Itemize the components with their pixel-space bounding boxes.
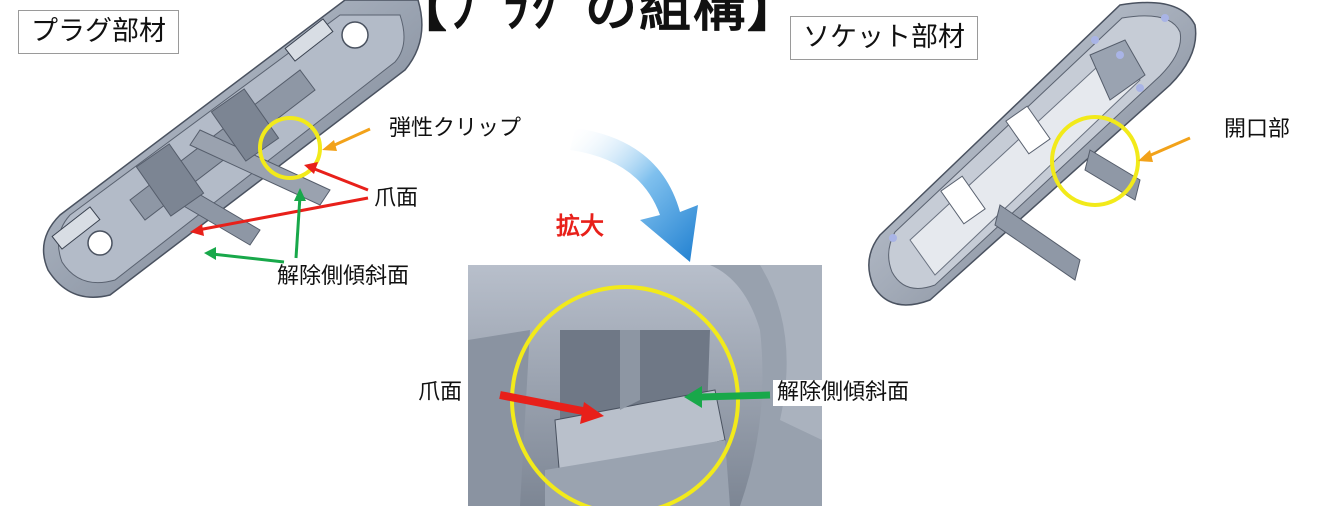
socket-part-label: ソケット部材 [790,16,978,60]
claw-face-label: 爪面 [374,186,419,211]
zoom-claw-face-arrowhead [580,402,604,424]
elastic-clip-arrowhead [322,140,337,151]
opening-arrow [1143,136,1191,160]
elastic-clip-label: 弾性クリップ [389,116,522,141]
release-slope-label: 解除側傾斜面 [277,264,410,289]
zoom-release-slope-label: 解除側傾斜面 [773,380,914,406]
release-slope-arrowhead-1 [294,188,306,201]
zoom-label: 拡大 [556,212,604,240]
zoom-detail-illustration [468,265,822,506]
claw-face-arrow-2 [197,196,369,232]
release-slope-arrow-1 [294,195,302,259]
zoom-claw-face-arrow [499,391,589,416]
page-title: 【ﾌﾟﾗｸﾞの組構】 [395,0,802,39]
plug-clip-highlight-circle [258,116,322,180]
plug-part-illustration [42,0,423,298]
opening-label: 開口部 [1224,117,1291,142]
zoom-release-slope-arrow [699,391,771,401]
claw-face-arrowhead-2 [190,224,204,236]
opening-arrowhead [1138,150,1153,162]
zoom-direction-arrow [570,128,698,262]
release-slope-arrowhead-2 [204,247,216,260]
release-slope-arrow-2 [211,252,285,264]
zoom-claw-face-label: 爪面 [418,380,463,405]
claw-face-arrowhead-1 [304,162,318,174]
socket-part-illustration [868,1,1197,306]
plug-part-label: プラグ部材 [18,10,179,54]
claw-face-arrow-1 [311,166,369,192]
zoom-release-slope-arrowhead [684,386,702,408]
